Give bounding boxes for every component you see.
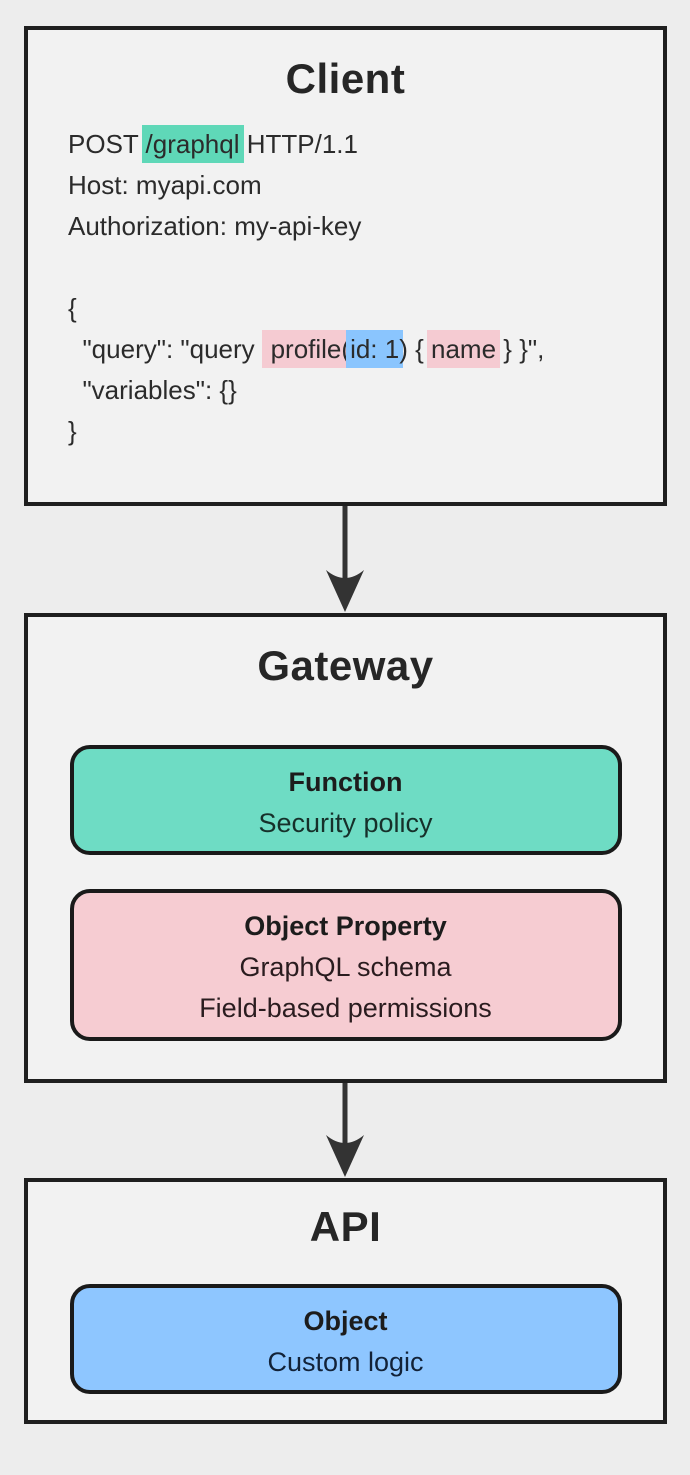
query-prefix: "query": "query { — [68, 334, 271, 364]
authorization-line: Authorization: my-api-key — [68, 211, 362, 241]
object-property-card-label: Object Property — [244, 911, 447, 941]
down-arrow-icon — [326, 506, 364, 612]
host-line: Host: myapi.com — [68, 170, 262, 200]
json-open-line: { — [68, 293, 77, 323]
flow-arrow-gateway-to-api — [0, 1083, 690, 1178]
request-line: POST /graphql HTTP/1.1 — [68, 124, 663, 165]
variables-line: "variables": {} — [68, 375, 237, 405]
gateway-title: Gateway — [257, 642, 434, 689]
object-card-label: Object — [303, 1306, 388, 1336]
client-title: Client — [285, 55, 406, 102]
api-title: API — [309, 1203, 382, 1250]
function-card-label: Function — [288, 767, 403, 797]
object-card-line: Custom logic — [267, 1347, 424, 1377]
object-card: Object Custom logic — [69, 1284, 622, 1394]
http-request-block: POST /graphql HTTP/1.1 Host: myapi.com A… — [28, 124, 663, 452]
query-line: "query": "query {profile(id: 1) { name }… — [68, 329, 663, 370]
api-box: API Object Custom logic — [24, 1178, 667, 1424]
query-selection-highlight: name — [427, 330, 501, 368]
function-card: Function Security policy — [69, 745, 622, 855]
flow-arrow-client-to-gateway — [0, 506, 690, 613]
graphql-path-highlight: /graphql — [141, 125, 244, 163]
query-arg-highlight: id: 1 — [346, 330, 404, 368]
client-box: Client POST /graphql HTTP/1.1 Host: myap… — [24, 26, 667, 506]
http-protocol: HTTP/1.1 — [239, 129, 358, 159]
http-method: POST — [68, 129, 146, 159]
function-card-line: Security policy — [258, 808, 433, 838]
object-property-card-line-2: Field-based permissions — [199, 993, 492, 1023]
query-suffix: } }", — [496, 334, 545, 364]
query-mid: ) { — [399, 334, 432, 364]
gateway-box: Gateway Function Security policy Object … — [24, 613, 667, 1083]
down-arrow-icon — [326, 1083, 364, 1177]
query-field-highlight: profile( — [261, 330, 355, 368]
diagram-canvas: Client POST /graphql HTTP/1.1 Host: myap… — [0, 26, 690, 1475]
object-property-card: Object Property GraphQL schema Field-bas… — [69, 889, 622, 1041]
json-close-line: } — [68, 416, 77, 446]
object-property-card-line-1: GraphQL schema — [239, 952, 452, 982]
blank-line — [68, 247, 663, 288]
